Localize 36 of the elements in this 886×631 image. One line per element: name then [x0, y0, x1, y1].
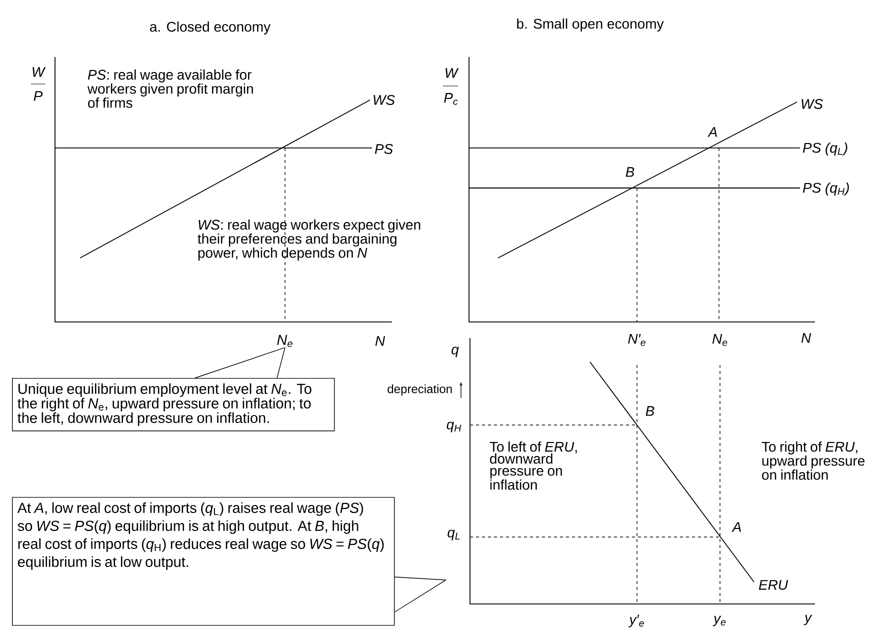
point-label: B — [626, 167, 634, 177]
panel-title: a. Closed economy — [150, 21, 271, 34]
axis-label: q$_{H}$ — [446, 422, 462, 432]
axis-label: N$_{e}$ — [277, 334, 292, 348]
point-label: A — [708, 127, 717, 137]
axis-label: q — [452, 346, 459, 358]
callout-box: At A, low real cost of imports (q$_{L}$) raises real wage (PS) so WS = PS(q) equilibrium is at high output. At B, high real cost of imports (q$_{H}$) reduces real wage so WS = PS(q) equilibrium is at low output. — [12, 496, 395, 626]
axis-label: N — [375, 336, 386, 346]
axis-label: P — [34, 91, 43, 101]
annotation: PS: real wage available for workers given profit margin of firms — [87, 69, 253, 108]
axis-label: W — [446, 68, 459, 78]
panel-title: b. Small open economy — [517, 18, 664, 32]
region-note: To left of ERU, downward pressure on inflation — [490, 441, 577, 490]
callout-box: Unique equilibrium employment level at N$_{e}$. To the right of N$_{e}$, upward pressure on inflation; to the left, downward pressure on inflation. — [12, 378, 335, 432]
point-label: B — [646, 406, 654, 416]
curve-label: ERU — [758, 580, 788, 590]
curve-label: PS (q$_{H}$) — [802, 182, 849, 196]
axis-label: q$_{L}$ — [448, 530, 460, 540]
point-label: A — [732, 522, 741, 532]
curve-label: WS — [374, 95, 395, 105]
axis-label: y$_{e}$ — [712, 616, 726, 626]
callout-pointer — [394, 576, 446, 612]
curve-label: PS (q$_{L}$) — [802, 142, 848, 156]
callout-pointer — [194, 347, 286, 378]
axis-label: y — [804, 614, 812, 626]
axis-label: y′$_{e}$ — [628, 614, 644, 628]
axis-label: N — [801, 333, 812, 343]
axis-label: P$_{c}$ — [444, 93, 458, 105]
curve-label: WS — [802, 99, 823, 109]
region-note: To right of ERU, upward pressure on inflation — [762, 441, 865, 480]
axis-note: depreciation — [388, 384, 452, 396]
axis-label: W — [32, 67, 46, 77]
axis-label: N$_{e}$ — [712, 334, 728, 346]
curve-label: PS — [374, 144, 393, 154]
axis-label: N′$_{e}$ — [628, 334, 646, 346]
annotation: WS: real wage workers expect given their preferences and bargaining power, which depends on N — [198, 219, 420, 261]
